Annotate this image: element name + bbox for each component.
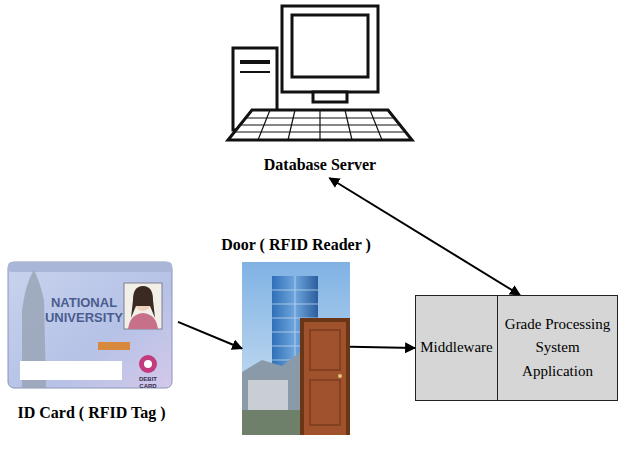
door-panel <box>310 330 340 370</box>
door-panel <box>310 380 340 425</box>
keys <box>235 110 405 140</box>
card-logo-text: DEBIT CARD <box>130 376 166 389</box>
application-box: Grade Processing System Application <box>497 295 618 401</box>
card-watermark: NATIONAL UNIVERSITY <box>38 296 130 326</box>
photo <box>124 283 162 329</box>
debit-logo-center <box>144 360 152 368</box>
card-emblem <box>98 342 130 350</box>
debit-logo <box>139 355 157 373</box>
keyboard <box>228 110 412 140</box>
drive-slot <box>240 60 270 64</box>
arrow-connector <box>350 347 415 348</box>
shoulders <box>128 313 158 329</box>
card <box>8 262 172 388</box>
monitor <box>282 6 378 92</box>
door-frame <box>300 318 350 435</box>
low-building <box>248 380 288 410</box>
arrow-connector <box>178 322 242 349</box>
sky <box>242 262 350 435</box>
door-knob <box>338 374 342 378</box>
node-caption: Database Server <box>264 156 376 174</box>
node-caption: ID Card ( RFID Tag ) <box>17 404 165 422</box>
blank-field <box>20 361 122 380</box>
card-top-band <box>8 262 172 272</box>
box-label: Middleware <box>420 336 492 359</box>
computer-illustration <box>228 6 412 140</box>
door-node: Door ( RFID Reader ) <box>242 262 350 435</box>
id-card-illustration <box>8 262 172 388</box>
drive-slot <box>240 71 270 73</box>
middleware-box: Middleware <box>415 295 498 401</box>
server-node: Database Server <box>226 4 414 178</box>
door-illustration <box>242 262 350 435</box>
door <box>304 322 346 435</box>
id-card-node: ID Card ( RFID Tag ) <box>5 262 178 424</box>
screen <box>292 15 368 77</box>
node-caption: Door ( RFID Reader ) <box>221 236 371 254</box>
box-label: Grade Processing System Application <box>503 313 612 383</box>
monitor-stand <box>313 92 347 102</box>
